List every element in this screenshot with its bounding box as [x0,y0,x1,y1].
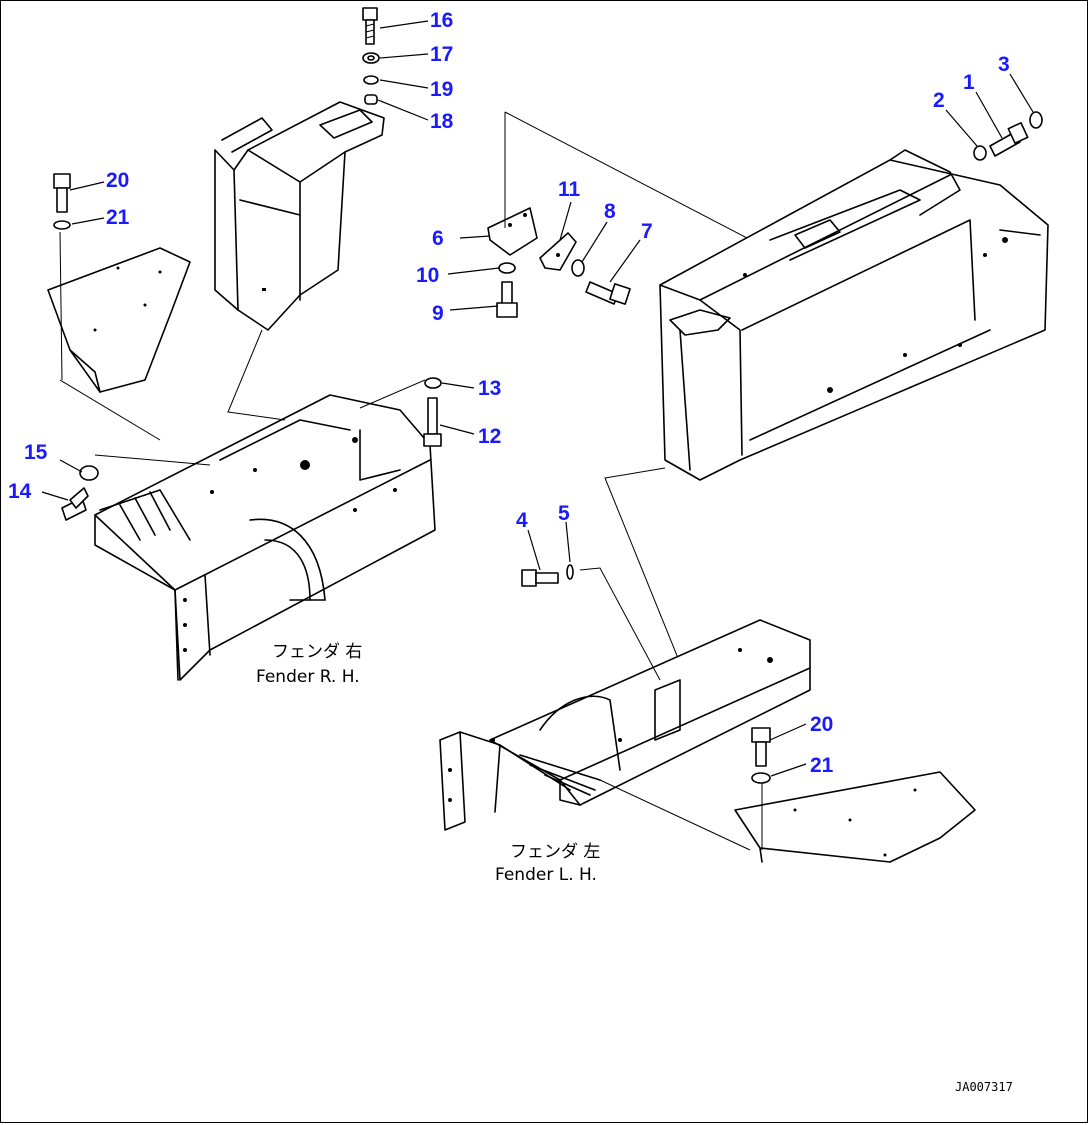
callout-5: 5 [558,502,570,525]
callout-21-right: 21 [810,754,834,777]
caption-fender-rh-jp: フェンダ 右 [272,642,362,662]
callout-3: 3 [998,53,1010,76]
washer-5 [566,564,574,580]
fender-rh [94,394,436,681]
callout-4: 4 [516,509,528,532]
caption-fender-lh-en: Fender L. H. [495,865,597,885]
bolt-12 [423,397,442,447]
caption-fender-rh-en: Fender R. H. [256,667,360,687]
large-cover-box [659,149,1049,481]
nut-18 [364,94,378,105]
guide-line-rh-1 [227,329,286,421]
callout-16: 16 [430,9,453,32]
washer-8 [571,259,585,277]
callout-11: 11 [558,178,581,201]
callout-7: 7 [641,220,653,243]
guide-line-lh [579,567,661,681]
callout-9: 9 [432,302,444,325]
callout-10: 10 [416,264,439,287]
washer-2 [973,145,987,161]
fender-lh [439,619,811,831]
small-plate-left [47,231,191,393]
washer-13 [424,377,442,389]
washer-10 [498,262,516,274]
washer-21-left [53,220,71,230]
small-plate-right [734,771,976,863]
leader-lines [41,20,1034,777]
callout-15: 15 [24,441,48,464]
bolt-1 [989,121,1029,157]
washer-3 [1029,111,1043,129]
bracket-11 [539,232,577,271]
callout-21-left: 21 [106,206,130,229]
callout-12: 12 [478,425,501,448]
guide-line-lh-plate [599,779,751,851]
washer-19 [363,75,379,85]
guide-line-rh-3 [94,454,211,466]
washer-15 [79,465,99,481]
guide-line-rh-4 [359,379,426,409]
callout-14: 14 [8,480,32,503]
bolt-14 [61,487,89,521]
guide-line-box [604,467,696,701]
bracket-6 [487,207,538,256]
callout-20-left: 20 [106,169,129,192]
bolt-20-left [53,173,71,213]
drawing-code: JA007317 [955,1080,1013,1094]
bolt-7 [585,281,631,305]
bolt-20-right [751,727,771,767]
bolt-9 [496,281,518,318]
callout-17: 17 [430,43,453,66]
callout-1: 1 [963,71,975,94]
callout-18: 18 [430,110,454,133]
guide-line-bracket [504,111,771,251]
bolt-4 [521,569,559,587]
callout-2: 2 [933,89,945,112]
callout-13: 13 [478,377,501,400]
caption-fender-lh-jp: フェンダ 左 [510,842,600,862]
bolt-16 [362,7,378,45]
upper-cover-rh [214,101,385,331]
callout-8: 8 [604,200,616,223]
callout-6: 6 [432,227,444,250]
guide-line-rh-2 [59,379,161,441]
callout-19: 19 [430,78,453,101]
callout-20-right: 20 [810,713,833,736]
washer-17 [362,52,380,64]
washer-21-right [751,772,771,784]
